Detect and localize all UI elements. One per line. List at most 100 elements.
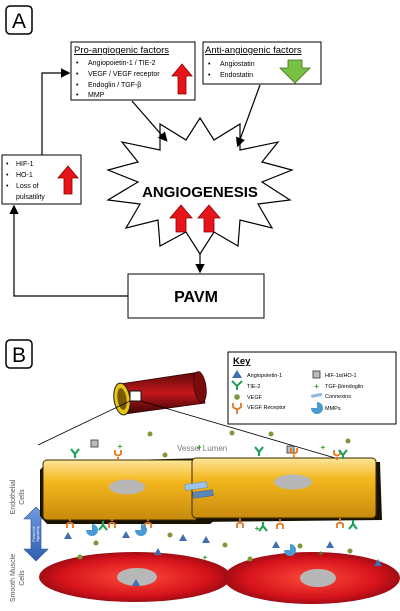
- tgf-molecule: +: [255, 524, 260, 533]
- key-label-vegf-receptor: VEGF Receptor: [247, 405, 286, 411]
- paracrine-label-1: Paracrine: [32, 526, 36, 541]
- vegf-receptor: [66, 518, 74, 528]
- key-label-mmp: MMPs: [325, 406, 341, 412]
- vegf-molecule: [147, 431, 153, 437]
- smooth-muscle-label-2: Cells: [19, 570, 26, 586]
- connexin: [184, 481, 208, 491]
- tgf-molecule: +: [118, 442, 123, 451]
- panel-a-letter: A: [12, 10, 26, 33]
- vessel-tube: [113, 371, 207, 416]
- angiopoietin-molecule: [122, 531, 130, 538]
- vegf-molecule: [162, 452, 168, 458]
- angiopoietin-molecule: [202, 536, 210, 543]
- pavm-box: [127, 273, 265, 319]
- angiopoietin-molecule: [326, 541, 334, 548]
- panel-a-badge: [5, 5, 33, 35]
- tie2-receptor: [98, 521, 108, 531]
- panel-b-badge: [5, 339, 33, 369]
- zoom-line-left: [37, 400, 131, 446]
- tie2-receptor: [70, 448, 80, 458]
- mmp-molecule: [284, 544, 296, 556]
- hif-ho-icon: [312, 370, 321, 379]
- vegf-molecule: [229, 430, 235, 436]
- vegf-receptor: [114, 450, 122, 460]
- tgf-molecule: +: [197, 443, 202, 452]
- anti-item-1: Angiostatin: [220, 61, 255, 68]
- bullet: •: [6, 161, 9, 168]
- tie2-receptor: [348, 520, 358, 530]
- panel-a: A Pro-angiogenic factors • Angiopoietin-…: [1, 5, 322, 319]
- endothelial-cell-right: [191, 457, 382, 522]
- tie2-icon: [231, 380, 243, 390]
- hif-to-pro-arrow: [41, 68, 71, 155]
- key-label-vegf: VEGF: [247, 395, 263, 401]
- connexin: [192, 489, 214, 499]
- key-title: Key: [233, 356, 251, 367]
- bullet: •: [76, 92, 79, 99]
- key-label-connexins: Connexins: [325, 394, 351, 400]
- pro-item-2: VEGF / VEGF receptor: [88, 71, 160, 78]
- tgf-molecule: +: [203, 553, 208, 562]
- bullet: •: [6, 183, 9, 190]
- key-label-angiopoietin: Angiopoietin-1: [247, 373, 282, 379]
- pro-angiogenic-box: [70, 41, 196, 101]
- bullet: •: [76, 82, 79, 89]
- vegf-molecule: [247, 556, 253, 562]
- pavm-to-hif-arrow: [9, 204, 128, 297]
- down-arrow-icon: [279, 59, 311, 84]
- anti-to-burst-arrow: [235, 84, 261, 148]
- tie2-receptor: [258, 522, 268, 532]
- tgf-molecule: +: [321, 443, 326, 452]
- hif-item-4: pulsatility: [16, 194, 45, 201]
- tie2-receptor: [254, 446, 264, 456]
- key-legend: Key Angiopoietin-1 TIE-2 VEGF VEGF Recep…: [227, 351, 397, 425]
- panel-b: B Key Angiopoietin-1 TIE-2 VEGF VEGF Rec…: [5, 339, 400, 604]
- bullet: •: [6, 172, 9, 179]
- angiopoietin-icon: [232, 370, 242, 378]
- vegf-receptor-icon: [232, 403, 242, 414]
- smooth-muscle-label-1: Smooth Muscle: [10, 554, 17, 602]
- pro-item-3: Endoglin / TGF-β: [88, 82, 141, 89]
- tgf-endoglin-icon: +: [314, 382, 319, 391]
- vegf-molecule: [93, 540, 99, 546]
- pro-item-4: MMP: [88, 92, 105, 99]
- vegf-molecule: [77, 554, 83, 560]
- pavm-label: PAVM: [174, 289, 218, 306]
- endothelial-label-1: Endothelial: [10, 479, 17, 514]
- pro-to-burst-arrow: [131, 100, 168, 142]
- nucleus: [109, 479, 145, 495]
- vegf-receptor: [236, 518, 244, 528]
- connexins-icon: [310, 392, 323, 398]
- up-arrow-icon: [169, 204, 193, 233]
- molecule-layer: +++++++: [64, 430, 382, 586]
- vegf-receptor: [108, 518, 116, 528]
- angiopoietin-molecule: [154, 548, 162, 555]
- vegf-receptor: [290, 448, 298, 458]
- bullet: •: [208, 72, 211, 79]
- angiopoietin-molecule: [64, 532, 72, 539]
- vegf-molecule: [222, 542, 228, 548]
- bullet: •: [208, 61, 211, 68]
- nucleus: [274, 474, 312, 490]
- nucleus: [300, 569, 336, 587]
- hif-item-3: Loss of: [16, 183, 39, 190]
- vegf-receptor: [144, 518, 152, 528]
- vessel-lumen-label: Vessel Lumen: [177, 444, 227, 453]
- vegf-molecule: [297, 543, 303, 549]
- vegf-molecule: [347, 548, 353, 554]
- bullet: •: [76, 71, 79, 78]
- vegf-icon: [234, 394, 240, 400]
- mmp-molecule: [86, 524, 98, 536]
- hif-item-1: HIF-1: [16, 161, 34, 168]
- up-arrow-icon: [57, 165, 79, 195]
- anti-angiogenic-title: Anti-angiogenic factors: [205, 45, 302, 56]
- vegf-receptor: [336, 518, 344, 528]
- angiogenesis-label: ANGIOGENESIS: [142, 184, 258, 201]
- bullet: •: [76, 60, 79, 67]
- key-label-hif-ho: HIF-1α/HO-1: [325, 373, 357, 379]
- angiopoietin-molecule: [132, 579, 140, 586]
- endothelial-label-2: Cells: [19, 489, 26, 505]
- angiopoietin-molecule: [179, 534, 187, 541]
- panel-b-letter: B: [12, 344, 26, 367]
